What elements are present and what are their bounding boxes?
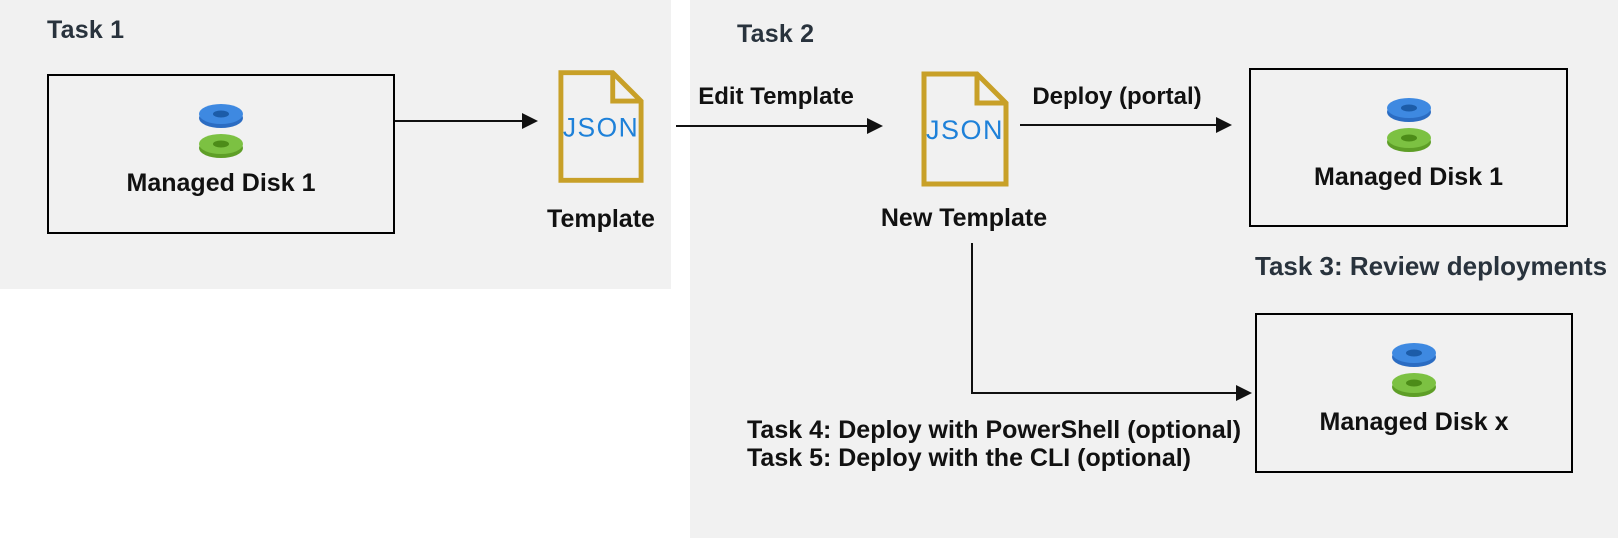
json-file-type-text: JSON: [563, 112, 639, 142]
deploy-portal-arrow-line: [1020, 124, 1218, 126]
new-template-label: New Template: [880, 204, 1048, 232]
deploy-scripted-arrow-vline: [971, 243, 973, 393]
deploy-scripted-arrow-hline: [971, 392, 1238, 394]
json-file-icon: JSON: [558, 70, 644, 183]
edit-arrow-line: [676, 125, 869, 127]
deploy-scripted-arrow-head: [1236, 385, 1252, 401]
json-file-icon: JSON: [921, 71, 1009, 187]
task5-caption: Task 5: Deploy with the CLI (optional): [747, 444, 1191, 472]
deploy-portal-label: Deploy (portal): [1032, 83, 1202, 110]
deploy-portal-arrow-head: [1216, 117, 1232, 133]
alt-disk-box: Managed Disk x: [1255, 313, 1573, 473]
portal-disk-box: Managed Disk 1: [1249, 68, 1568, 227]
alt-disk-label: Managed Disk x: [1319, 408, 1509, 436]
task3-caption: Task 3: Review deployments: [1255, 251, 1608, 281]
source-disk-box: Managed Disk 1: [47, 74, 395, 234]
source-disk-label: Managed Disk 1: [126, 169, 316, 197]
task1-heading: Task 1: [47, 16, 125, 44]
template-label: Template: [547, 205, 655, 233]
edit-template-label: Edit Template: [698, 83, 854, 110]
task2-panel: [690, 0, 1618, 538]
export-arrow-line: [395, 120, 524, 122]
managed-disk-icon: [1392, 343, 1436, 397]
json-file-type-text: JSON: [926, 115, 1004, 145]
edit-arrow-head: [867, 118, 883, 134]
task4-caption: Task 4: Deploy with PowerShell (optional…: [747, 416, 1242, 444]
managed-disk-icon: [199, 104, 243, 158]
managed-disk-icon: [1386, 97, 1431, 152]
task2-heading: Task 2: [737, 20, 815, 48]
portal-disk-label: Managed Disk 1: [1314, 162, 1503, 191]
export-arrow-head: [522, 113, 538, 129]
new-template-file-node: JSON: [920, 70, 1010, 193]
template-file-node: JSON: [557, 68, 645, 190]
